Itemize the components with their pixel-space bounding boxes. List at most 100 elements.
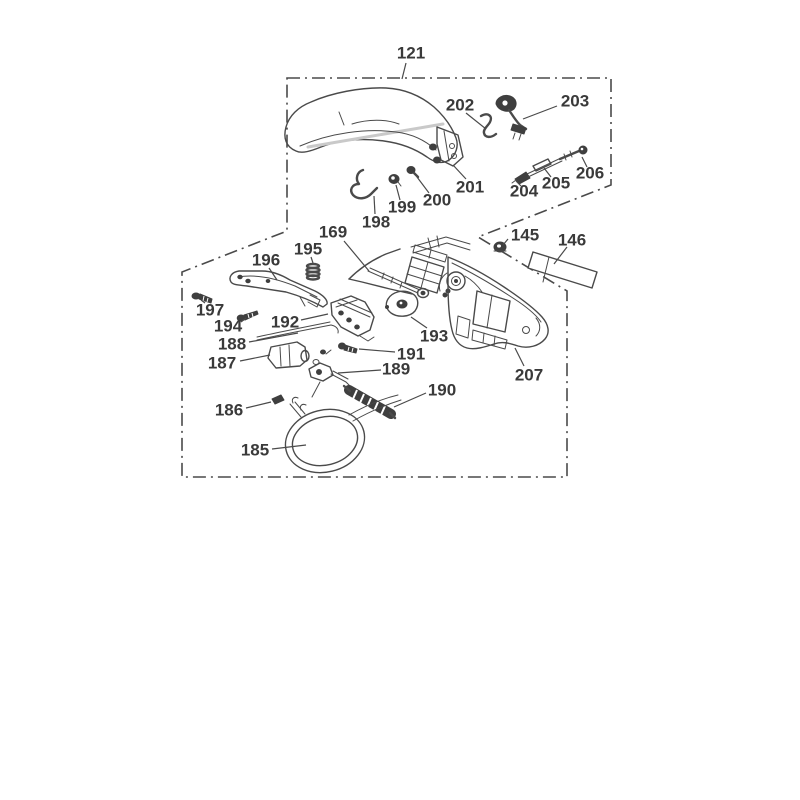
part-plate-146 (527, 251, 598, 289)
leader-line-197 (200, 299, 206, 304)
part-link-189 (308, 362, 352, 388)
part-label-197: 197 (196, 299, 224, 320)
leader-line-192 (300, 313, 329, 321)
part-number-186: 186 (215, 401, 243, 420)
part-label-206: 206 (576, 156, 604, 183)
part-number-196: 196 (252, 251, 280, 270)
part-label-202: 202 (446, 96, 487, 130)
leader-line-193 (410, 316, 428, 329)
part-label-193: 193 (410, 316, 448, 346)
part-label-189: 189 (337, 360, 410, 379)
part-label-187: 187 (208, 354, 271, 373)
part-label-145: 145 (502, 226, 539, 246)
part-number-188: 188 (218, 335, 246, 354)
leader-line-202 (465, 112, 487, 130)
part-number-206: 206 (576, 164, 604, 183)
part-screw-206 (558, 145, 588, 161)
leader-line-199 (395, 184, 401, 201)
leader-line-206 (581, 156, 588, 168)
part-label-205: 205 (542, 167, 570, 193)
part-number-202: 202 (446, 96, 474, 115)
part-number-189: 189 (382, 360, 410, 379)
part-brake-band-185 (284, 381, 402, 474)
part-number-207: 207 (515, 366, 543, 385)
part-fastener-set (511, 145, 588, 185)
part-number-187: 187 (208, 354, 236, 373)
leader-line-188 (248, 332, 299, 343)
leader-line-198 (373, 195, 376, 215)
part-pin-186 (271, 394, 285, 405)
part-spring-195 (305, 262, 321, 281)
part-number-185: 185 (241, 441, 269, 460)
part-curved-bar-196 (229, 270, 328, 308)
part-spring-190 (342, 384, 397, 420)
leader-line-191 (358, 348, 396, 353)
part-number-190: 190 (428, 381, 456, 400)
part-number-200: 200 (423, 191, 451, 210)
part-number-195: 195 (294, 240, 322, 259)
part-hook-198 (350, 168, 379, 200)
part-retainer-193 (385, 290, 419, 317)
part-number-146: 146 (558, 231, 586, 250)
part-label-185: 185 (241, 441, 307, 460)
leader-line-195 (310, 256, 314, 264)
part-label-169: 169 (319, 223, 370, 272)
part-number-145: 145 (511, 226, 539, 245)
leader-line-185 (271, 444, 307, 450)
leader-line-169 (343, 240, 370, 272)
part-brake-mechanism (404, 235, 483, 298)
part-label-192: 192 (271, 313, 329, 332)
part-number-204: 204 (510, 182, 539, 201)
part-screw-191 (338, 342, 358, 354)
part-label-190: 190 (393, 381, 456, 408)
part-label-204: 204 (510, 180, 539, 201)
leader-line-189 (337, 369, 382, 374)
leader-line-203 (522, 105, 558, 120)
part-label-195: 195 (294, 240, 322, 264)
part-bolt-200 (406, 166, 420, 179)
part-label-186: 186 (215, 401, 272, 420)
leader-line-201 (452, 164, 467, 180)
part-label-201: 201 (452, 164, 484, 197)
leader-line-200 (416, 176, 430, 194)
part-number-193: 193 (420, 327, 448, 346)
part-number-194: 194 (214, 317, 243, 336)
part-label-188: 188 (218, 332, 299, 354)
part-label-121: 121 (397, 44, 425, 80)
part-number-169: 169 (319, 223, 347, 242)
leader-line-145 (502, 238, 509, 246)
part-nut-199 (388, 174, 402, 187)
part-label-194: 194 (214, 317, 247, 336)
assembly-boundary (181, 77, 612, 478)
part-plate-192 (330, 295, 375, 342)
part-number-199: 199 (388, 198, 416, 217)
part-label-200: 200 (416, 176, 451, 210)
leader-line-190 (393, 392, 427, 408)
part-number-197: 197 (196, 301, 224, 320)
part-rod-188 (256, 321, 339, 341)
part-number-121: 121 (397, 44, 425, 63)
leader-line-121 (401, 62, 407, 80)
leader-line-187 (239, 354, 271, 362)
part-trigger-rod-169 (348, 248, 430, 299)
part-number-201: 201 (456, 178, 484, 197)
part-spring-clip-202 (479, 113, 498, 139)
leader-line-146 (553, 246, 568, 265)
part-label-146: 146 (553, 231, 586, 265)
part-label-199: 199 (388, 184, 416, 217)
part-handle-cover (284, 87, 458, 164)
leader-line-196 (268, 267, 278, 281)
part-number-192: 192 (271, 313, 299, 332)
leader-line-207 (514, 347, 525, 367)
part-label-207: 207 (514, 347, 543, 385)
part-number-203: 203 (561, 92, 589, 111)
part-bracket-201 (429, 126, 464, 167)
part-number-191: 191 (397, 345, 425, 364)
leader-line-194 (240, 317, 247, 323)
part-screw-197 (191, 292, 213, 304)
leader-line-205 (543, 167, 552, 178)
leader-line-186 (245, 401, 272, 409)
